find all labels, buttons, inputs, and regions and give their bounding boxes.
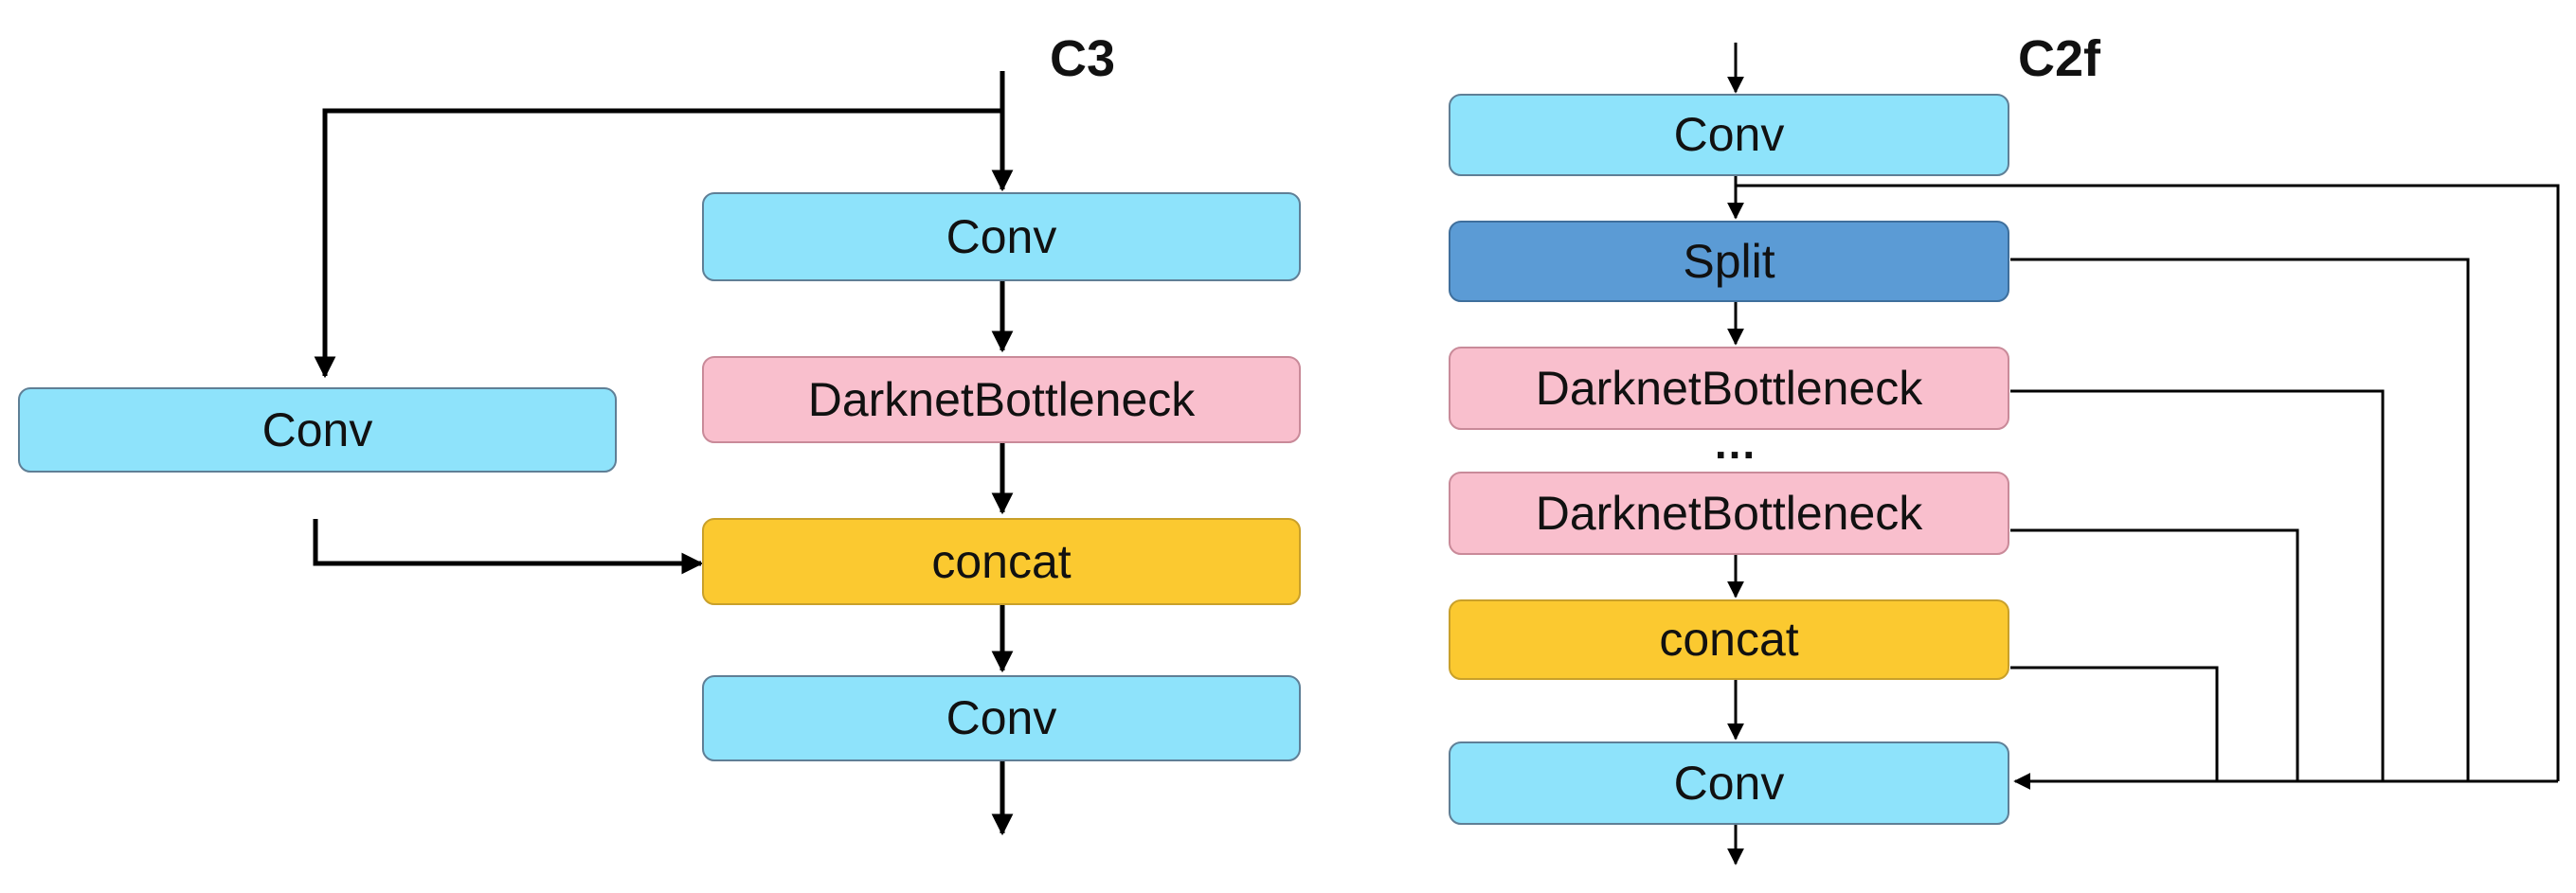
c2f-out-conv-label: Conv — [1674, 757, 1785, 810]
c2f-title: C2f — [2018, 30, 2101, 87]
c2f-module: C2f Conv Split Darknet — [1449, 30, 2560, 866]
c2f-skip-bottleneck-first — [2010, 389, 2385, 781]
c2f-concat-block: concat — [1449, 599, 2009, 680]
c3-top-conv-label: Conv — [946, 210, 1057, 263]
c3-module: C3 Conv Conv DarknetBottleneck concat — [18, 30, 1301, 836]
c3-bottleneck-label: DarknetBottleneck — [808, 373, 1197, 426]
c2f-skip-bottleneck-last — [2010, 528, 2299, 781]
c3-top-conv-block: Conv — [702, 192, 1301, 281]
c3-bottleneck-block: DarknetBottleneck — [702, 356, 1301, 443]
c3-concat-label: concat — [931, 535, 1071, 588]
c2f-bottleneck-first-block: DarknetBottleneck — [1449, 347, 2009, 430]
c2f-top-conv-label: Conv — [1674, 108, 1785, 161]
c2f-ellipsis: ... — [1715, 419, 1756, 468]
c2f-top-conv-block: Conv — [1449, 94, 2009, 176]
c3-title: C3 — [1050, 30, 1115, 87]
c3-side-conv-label: Conv — [262, 403, 373, 456]
c2f-out-conv-block: Conv — [1449, 741, 2009, 825]
c3-side-conv-to-concat-arrow — [313, 519, 704, 575]
c3-out-conv-label: Conv — [946, 691, 1057, 744]
c2f-split-block: Split — [1449, 221, 2009, 302]
c2f-split-label: Split — [1683, 235, 1774, 288]
c2f-skip-split — [2010, 258, 2470, 781]
c3-connectors — [313, 71, 1014, 836]
c2f-connectors — [1727, 43, 2560, 866]
c3-side-conv-block: Conv — [18, 387, 617, 473]
c3-bypass-arrow — [314, 108, 1002, 379]
c2f-bottleneck-first-label: DarknetBottleneck — [1536, 362, 1924, 415]
c2f-skip-concat — [2010, 666, 2219, 781]
c2f-bottleneck-last-label: DarknetBottleneck — [1536, 487, 1924, 540]
c2f-concat-label: concat — [1659, 613, 1798, 666]
c3-out-conv-block: Conv — [702, 675, 1301, 761]
c3-concat-block: concat — [702, 518, 1301, 605]
c2f-skip-top — [1736, 184, 2560, 781]
c2f-bottleneck-last-block: DarknetBottleneck — [1449, 472, 2009, 555]
